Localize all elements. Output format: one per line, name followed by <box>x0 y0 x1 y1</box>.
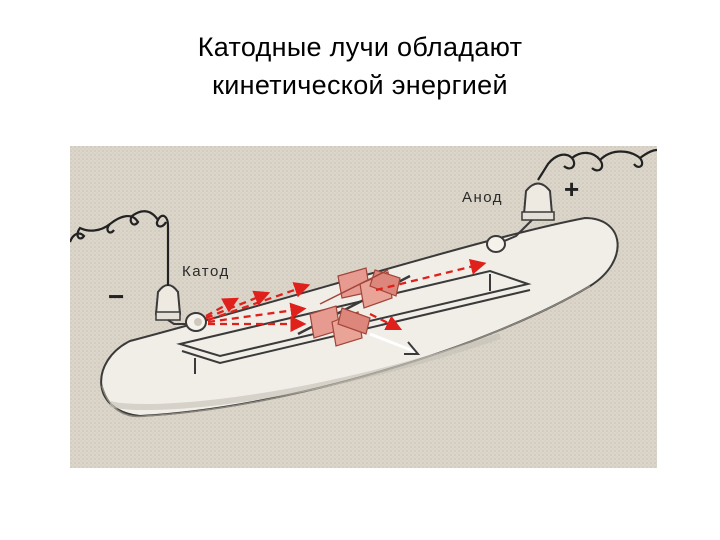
ray-arrow-icon <box>207 282 311 322</box>
crookes-tube-diagram: Анод + Катод − <box>70 146 657 468</box>
paddle-wheel-icon <box>297 267 411 347</box>
slide-title: Катодные лучи обладают кинетической энер… <box>0 28 720 104</box>
minus-sign: − <box>108 281 124 312</box>
ray-arrow-icon <box>375 258 487 292</box>
motion-arrow-icon <box>369 332 417 354</box>
title-line-2: кинетической энергией <box>212 70 508 100</box>
cathode-rays <box>205 258 487 333</box>
ray-arrow-icon <box>369 312 403 331</box>
cathode-electrode-icon <box>154 284 207 332</box>
ray-arrow-icon <box>205 290 271 320</box>
cathode-label: Катод <box>182 263 230 280</box>
plus-sign: + <box>564 174 579 204</box>
ray-arrow-icon <box>207 302 307 324</box>
cathode-wire-icon <box>70 210 170 286</box>
ray-arrow-icon <box>205 297 240 318</box>
anode-electrode-icon <box>486 182 555 253</box>
diagram-canvas: Анод + Катод − <box>70 146 657 468</box>
anode-label: Анод <box>462 189 503 206</box>
anode-wire-icon <box>537 148 657 181</box>
title-line-1: Катодные лучи обладают <box>197 32 523 62</box>
